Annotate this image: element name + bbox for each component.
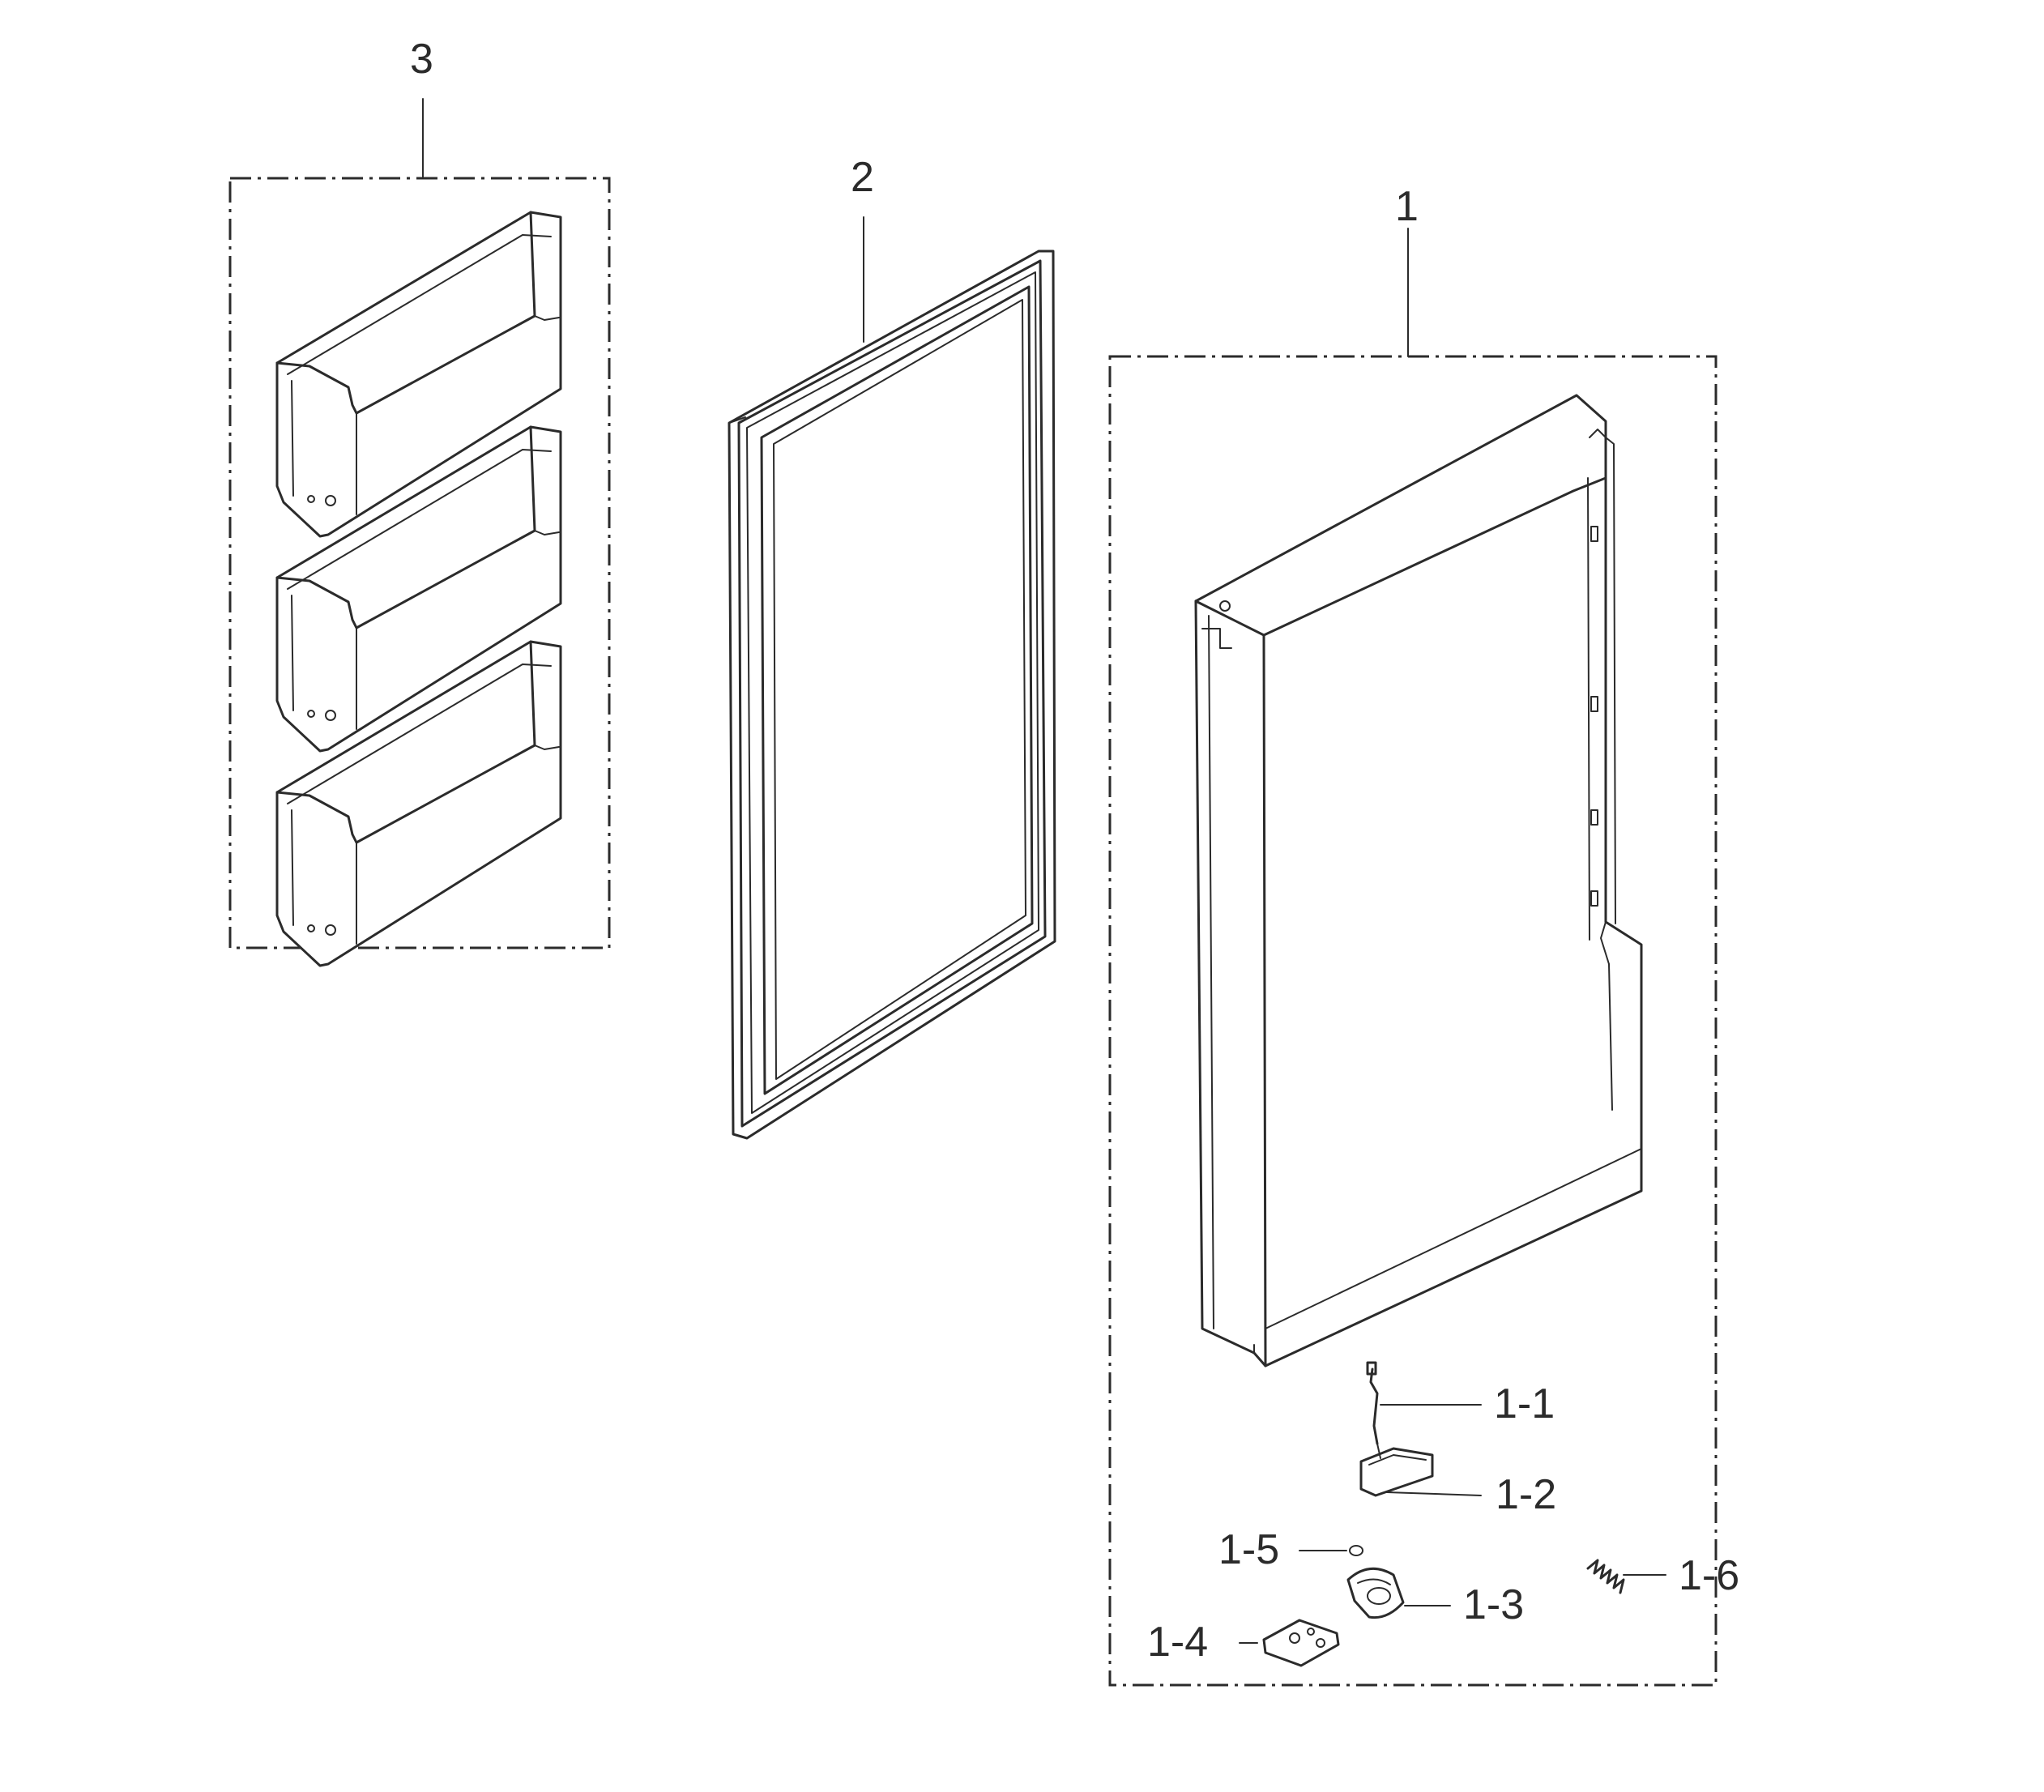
door-assembly-group: 1 1-1 (1108, 183, 1739, 1687)
part-1-6-callout: 1-6 (1679, 1552, 1739, 1599)
part-1-5-callout: 1-5 (1218, 1526, 1279, 1573)
door-bin-3 (275, 640, 562, 967)
part-1-2-cover: 1-2 (1359, 1443, 1556, 1518)
door-bin-2 (275, 425, 562, 753)
door-assembly-boundary (1108, 355, 1718, 1687)
part-1-2-callout: 1-2 (1496, 1471, 1556, 1518)
part-1-3-hinge-cam: 1-3 (1346, 1567, 1524, 1628)
bin-group: 3 (228, 36, 611, 967)
gasket-callout: 2 (851, 154, 874, 201)
bin-group-boundary (228, 177, 611, 949)
part-1-3-callout: 1-3 (1463, 1581, 1524, 1628)
fridge-door (1194, 394, 1643, 1367)
door-assembly-callout: 1 (1395, 183, 1419, 230)
part-1-4-hinge-plate: 1-4 (1147, 1619, 1340, 1667)
bin-group-callout: 3 (410, 36, 433, 83)
door-bin-1 (275, 211, 562, 538)
part-1-1-sensor: 1-1 (1366, 1361, 1555, 1445)
part-1-5-ball: 1-5 (1218, 1526, 1363, 1573)
part-1-1-callout: 1-1 (1494, 1380, 1555, 1427)
door-gasket: 2 (728, 154, 1056, 1140)
part-1-6-spring: 1-6 (1586, 1552, 1739, 1599)
part-1-4-callout: 1-4 (1147, 1619, 1208, 1666)
